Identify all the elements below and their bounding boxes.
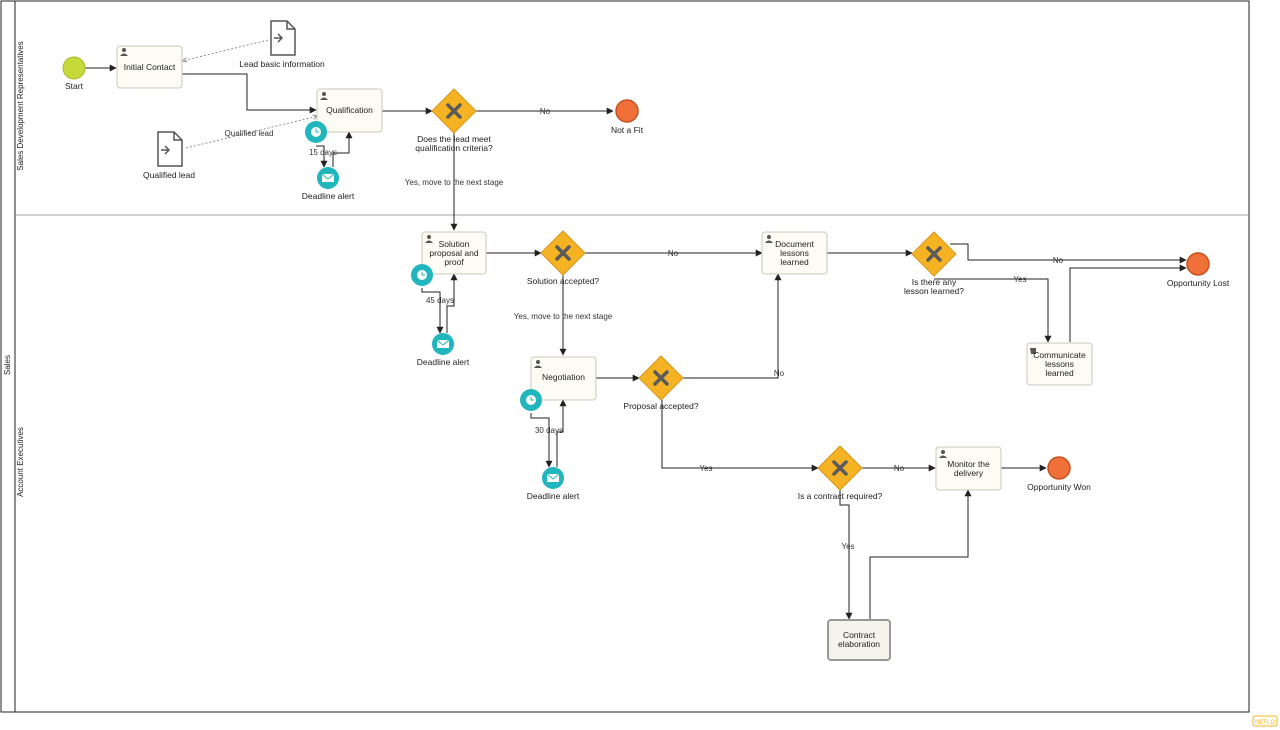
task-communicate-lessons[interactable]: Communicate lessons learned (1026, 342, 1093, 386)
gateway-label: Is a contract required? (798, 491, 883, 501)
task-monitor-delivery[interactable]: Monitor the delivery (935, 446, 1002, 491)
flow-label-yes: Yes, move to the next stage (405, 178, 504, 187)
gateway-contract-required[interactable] (817, 445, 863, 491)
task-label: Communicate (1033, 350, 1086, 360)
gateway-label: Is there any (912, 277, 957, 287)
hand-icon (1030, 348, 1036, 354)
timer-icon[interactable] (520, 389, 542, 411)
x-icon (446, 103, 462, 119)
timer-label: 15 days (309, 148, 337, 157)
flow-label-no: No (1053, 256, 1064, 265)
alert-label: Deadline alert (527, 491, 580, 501)
end-label-not-fit: Not a Fit (611, 125, 644, 135)
mail-icon[interactable] (432, 333, 454, 355)
x-icon (555, 245, 571, 261)
gateway-label: Proposal accepted? (623, 401, 698, 411)
task-initial-contact[interactable]: Initial Contact (116, 45, 183, 89)
task-label: learned (1045, 368, 1074, 378)
task-label: learned (780, 257, 809, 267)
timer-label: 45 days (426, 296, 454, 305)
user-icon (765, 235, 773, 243)
lane-label-ae: Account Executives (16, 427, 25, 497)
flow-label-yes: Yes (699, 464, 712, 473)
data-object-label: Qualified lead (143, 170, 195, 180)
mail-icon[interactable] (317, 167, 339, 189)
task-label: Negotiation (542, 372, 585, 382)
task-label: Contract (843, 630, 876, 640)
start-label: Start (65, 81, 84, 91)
end-label-opportunity-won: Opportunity Won (1027, 482, 1091, 492)
task-label: lessons (780, 248, 809, 258)
flow-label-no: No (894, 464, 905, 473)
task-solution-proposal[interactable]: Solution proposal and proof (421, 231, 487, 275)
task-label: delivery (954, 468, 984, 478)
alert-label: Deadline alert (302, 191, 355, 201)
user-icon (320, 92, 328, 100)
task-qualification[interactable]: Qualification (316, 88, 383, 133)
x-icon (926, 246, 942, 262)
svg-text:NEFLO: NEFLO (1255, 720, 1275, 726)
gateway-label: Solution accepted? (527, 276, 600, 286)
document-icon[interactable] (157, 131, 183, 167)
user-icon (120, 48, 128, 56)
mail-icon[interactable] (542, 467, 564, 489)
task-label: proof (444, 257, 464, 267)
flow-label-no: No (540, 107, 551, 116)
task-label: Monitor the (947, 459, 990, 469)
end-event-opportunity-won[interactable] (1047, 456, 1071, 480)
x-icon (832, 460, 848, 476)
timer-label: 30 days (535, 426, 563, 435)
pool-label: Sales (3, 355, 12, 375)
gateway-proposal-accepted[interactable] (638, 355, 684, 401)
pool-frame (0, 0, 1250, 713)
user-icon (425, 235, 433, 243)
task-label: elaboration (838, 639, 880, 649)
task-label: lessons (1045, 359, 1074, 369)
watermark-logo: NEFLO (1252, 715, 1278, 727)
task-label: proposal and (429, 248, 478, 258)
lane-label-sdr: Sales Development Representatives (16, 41, 25, 170)
task-contract-elaboration[interactable]: Contract elaboration (827, 619, 891, 661)
alert-label: Deadline alert (417, 357, 470, 367)
end-label-opportunity-lost: Opportunity Lost (1167, 278, 1230, 288)
task-label: Solution (439, 239, 470, 249)
document-icon[interactable] (270, 20, 296, 56)
gateway-label: lesson learned? (904, 286, 964, 296)
gateway-label: qualification criteria? (415, 143, 493, 153)
gateway-label: Does the lead meet (417, 134, 491, 144)
gateway-qualification-criteria[interactable] (431, 88, 477, 134)
flow-label-no: No (668, 249, 679, 258)
start-event[interactable] (62, 56, 86, 80)
task-label: Initial Contact (124, 62, 176, 72)
association-label: Qualified lead (225, 129, 274, 138)
flow-label-no: No (774, 369, 785, 378)
gateway-lesson-learned[interactable] (911, 231, 957, 277)
flow-label-yes: Yes, move to the next stage (514, 312, 613, 321)
user-icon (534, 360, 542, 368)
task-label: Document (775, 239, 814, 249)
x-icon (653, 370, 669, 386)
timer-icon[interactable] (305, 121, 327, 143)
task-document-lessons[interactable]: Document lessons learned (761, 231, 828, 275)
end-event-not-fit[interactable] (615, 99, 639, 123)
data-object-label: Lead basic information (239, 59, 325, 69)
task-label: Qualification (326, 105, 373, 115)
flow-label-yes: Yes (1013, 275, 1026, 284)
task-negotiation[interactable]: Negotiation (530, 356, 597, 401)
gateway-solution-accepted[interactable] (540, 230, 586, 276)
end-event-opportunity-lost[interactable] (1186, 252, 1210, 276)
user-icon (939, 450, 947, 458)
timer-icon[interactable] (411, 264, 433, 286)
flow-label-yes: Yes (841, 542, 854, 551)
